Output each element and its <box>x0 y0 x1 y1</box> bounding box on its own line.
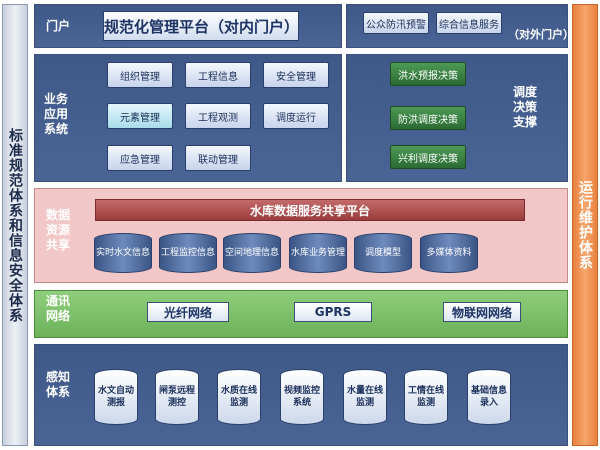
org-management-button[interactable]: 组织管理 <box>107 62 173 88</box>
engineering-observation-button[interactable]: 工程观测 <box>185 103 251 129</box>
water-quality-sensor[interactable]: 水质在线监测 <box>217 369 261 425</box>
standards-security-pillar: 标准规范体系和信息安全体系 <box>2 4 28 446</box>
business-apps-label: 业务应用系统 <box>44 92 69 136</box>
emergency-management-button[interactable]: 应急管理 <box>107 145 173 171</box>
gprs-network-box[interactable]: GPRS <box>294 302 372 322</box>
safety-management-button[interactable]: 安全管理 <box>263 62 329 88</box>
sensing-label: 感知体系 <box>46 370 71 399</box>
engineering-monitoring-store[interactable]: 工程监控信息 <box>159 233 217 273</box>
portal-layer-label: 门户 <box>46 19 71 33</box>
internal-portal-title[interactable]: 规范化管理平台（对内门户） <box>103 11 299 41</box>
gate-pump-control-sensor[interactable]: 闸泵远程测控 <box>155 369 199 425</box>
flood-forecast-decision-button[interactable]: 洪水预报决策 <box>390 62 466 86</box>
basic-info-entry-sensor[interactable]: 基础信息录入 <box>467 369 511 425</box>
benefit-dispatch-decision-button[interactable]: 兴利调度决策 <box>390 145 466 169</box>
data-resources-label: 数据资源共享 <box>46 208 71 252</box>
dispatch-model-store[interactable]: 调度模型 <box>354 233 412 273</box>
video-monitoring-sensor[interactable]: 视频监控系统 <box>280 369 324 425</box>
spatial-geo-store[interactable]: 空间地理信息 <box>223 233 281 273</box>
dispatch-decision-label: 调度决策支撑 <box>513 85 538 129</box>
realtime-hydrology-store[interactable]: 实时水文信息 <box>94 233 152 273</box>
external-portal-label: （对外门户） <box>508 28 574 41</box>
hydrology-telemetry-sensor[interactable]: 水文自动测报 <box>94 369 138 425</box>
operations-maintenance-pillar: 运行维护体系 <box>572 4 598 446</box>
reservoir-business-store[interactable]: 水库业务管理 <box>289 233 347 273</box>
public-flood-warning-button[interactable]: 公众防汛预警 <box>363 12 429 34</box>
element-management-button[interactable]: 元素管理 <box>107 103 173 129</box>
multimedia-store[interactable]: 多媒体资料 <box>420 233 478 273</box>
engineering-condition-sensor[interactable]: 工情在线监测 <box>404 369 448 425</box>
comms-network-label: 通讯网络 <box>46 294 71 323</box>
operations-maintenance-label: 运行维护体系 <box>577 180 593 270</box>
dispatch-operation-button[interactable]: 调度运行 <box>263 103 329 129</box>
engineering-info-button[interactable]: 工程信息 <box>185 62 251 88</box>
flood-control-decision-button[interactable]: 防洪调度决策 <box>390 106 466 130</box>
standards-security-label: 标准规范体系和信息安全体系 <box>7 127 23 323</box>
fiber-network-box[interactable]: 光纤网络 <box>147 302 229 322</box>
iot-network-box[interactable]: 物联网网络 <box>443 302 521 322</box>
water-volume-sensor[interactable]: 水量在线监测 <box>343 369 387 425</box>
integrated-info-service-button[interactable]: 综合信息服务 <box>436 12 502 34</box>
data-sharing-platform-bar[interactable]: 水库数据服务共享平台 <box>95 199 525 221</box>
linkage-management-button[interactable]: 联动管理 <box>185 145 251 171</box>
